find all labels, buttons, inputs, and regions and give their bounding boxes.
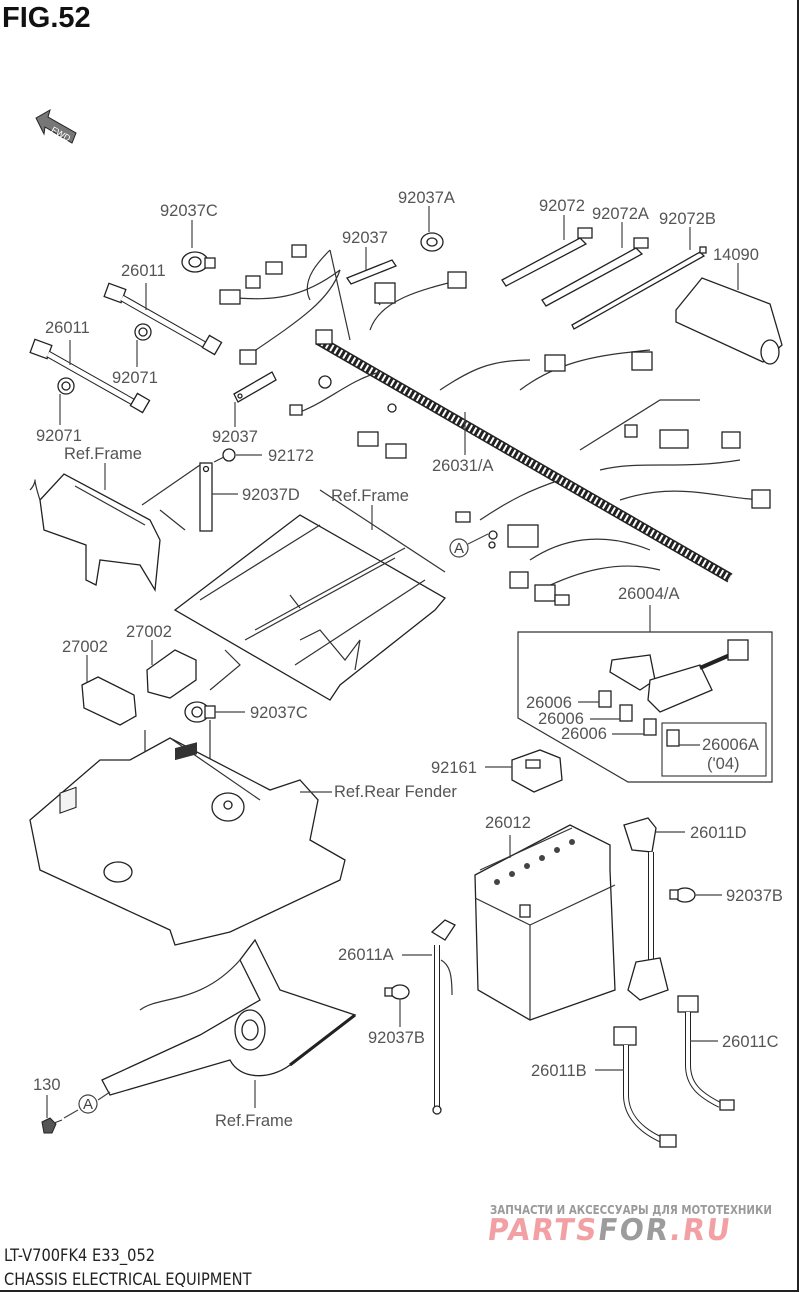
forward-arrow-icon: FWD [35,108,77,144]
cable-tie-92072-icon [501,227,593,287]
part-label: 27002 [126,623,172,641]
part-label: 26006 [538,710,584,728]
part-label: 92037 [212,428,258,446]
part-label: 92037C [250,704,308,722]
part-label: 92037 [342,229,388,247]
fuse-box-group-outline [517,631,773,783]
part-label: 27002 [62,638,108,656]
part-label: 92037B [726,887,783,905]
part-label: 130 [33,1076,61,1094]
ref-label: Ref.Frame [64,445,142,463]
model-code: LT-V700FK4 E33_052 [4,1246,156,1266]
fuse-26006a-group-outline [661,722,767,777]
clamp-92037b-icon [669,887,696,903]
rear-fender-tray-icon [29,737,346,946]
part-label: 92172 [268,447,314,465]
insulator-14090-icon [675,277,783,365]
part-label: 26011C [722,1033,779,1051]
watermark-tagline: ЗАПЧАСТИ И АКСЕССУАРЫ ДЛЯ МОТОТЕХНИКИ [490,1202,772,1217]
battery-cable-26011a-icon [430,919,456,1115]
fuse-26006-icon [598,690,612,708]
battery-26012-icon [474,824,616,1021]
wire-26011-icon [29,338,151,414]
clamp-92037c-icon [184,701,216,723]
frame-bracket-icon [29,464,201,593]
part-label: 26012 [485,814,531,832]
bolt-130-icon [41,1117,63,1134]
part-label: 92037C [160,202,218,220]
svg-text:A: A [83,1096,93,1113]
part-label: 26011 [45,319,90,337]
battery-cable-26011d-icon [623,817,669,1001]
clamp-92037a-icon [420,232,444,252]
frame-lower-icon [101,938,357,1096]
part-label: 92072 [539,197,585,215]
part-label: 26006 [561,725,607,743]
fuse-box-26004-icon [609,639,749,713]
strip-92037-icon [346,259,397,285]
frame-rails-icon [173,514,446,701]
part-label: 92072B [659,210,716,228]
ref-label: Ref.Frame [331,487,409,505]
strip-92037-icon [233,371,277,403]
wiring-harness-26031a-icon [219,244,771,606]
part-label: 26004/A [618,585,680,603]
part-label: 92037A [398,189,455,207]
part-label: 92072A [592,205,649,223]
part-label: 92071 [112,369,158,387]
part-label: 92161 [431,759,477,777]
relay-27002-icon [146,649,197,699]
part-label: 26011D [690,824,747,842]
part-label: 92037B [368,1029,425,1047]
lead-26011b-icon [613,1026,677,1148]
part-label: 14090 [713,246,759,264]
connection-marker-a: A [449,538,469,558]
wire-26011-icon [103,282,223,356]
ref-label: Ref.Frame [215,1112,293,1130]
clamp-92037c-icon [181,251,216,273]
strip-92037d-icon [199,462,213,532]
fuse-26006a-icon [666,729,680,747]
holder-92161-icon [511,749,563,793]
part-label: ('04) [707,755,740,773]
connection-marker-a: A [78,1094,98,1114]
fuse-26006-icon [643,718,657,736]
ref-label: Ref.Rear Fender [334,783,457,801]
part-label: 26011 [121,262,166,280]
part-label: 92071 [36,427,82,445]
screw-92172-icon [213,448,236,463]
part-label: 26006 [526,694,572,712]
lead-26011c-icon [677,995,735,1111]
part-label: 26011A [338,946,394,964]
grommet-92071-icon [57,377,75,395]
fuse-26006-icon [619,704,633,722]
part-label: 92037D [242,486,300,504]
watermark-logo: PARTSFOR.RU [485,1213,734,1248]
section-title: CHASSIS ELECTRICAL EQUIPMENT [4,1270,252,1290]
part-label: 26011B [531,1062,587,1080]
cable-tie-92072a-icon [541,237,649,307]
clamp-92037b-icon [384,984,410,1000]
figure-title: FIG.52 [2,2,91,34]
cable-tie-92072b-icon [571,246,707,330]
part-label: 26031/A [432,457,494,475]
grommet-92071-icon [134,323,152,341]
part-label: 26006A [702,736,759,754]
relay-27002-icon [81,676,137,726]
svg-text:A: A [454,540,464,557]
